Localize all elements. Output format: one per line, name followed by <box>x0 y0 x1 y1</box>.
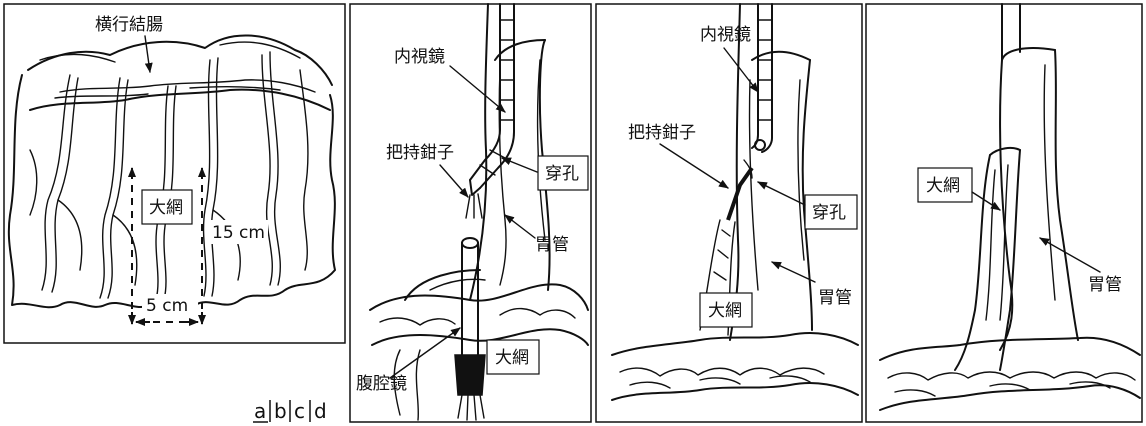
forceps-label-b: 把持鉗子 <box>386 143 454 163</box>
panel-index-d: d <box>314 399 327 423</box>
omentum-label-c: 大網 <box>708 301 742 321</box>
perforation-label-b: 穿孔 <box>545 164 579 184</box>
omentum-label-b: 大網 <box>495 348 529 368</box>
gastric-tube-label-d: 胃管 <box>1088 275 1122 295</box>
transverse-colon-label: 横行結腸 <box>95 15 163 35</box>
panel-d: 大網 胃管 <box>866 4 1142 422</box>
omentum-label-d: 大網 <box>926 176 960 196</box>
gastric-tube-label-c: 胃管 <box>818 288 852 308</box>
panel-index: a b c d <box>253 399 327 423</box>
panel-index-a: a <box>254 399 266 423</box>
omentum-label: 大網 <box>149 198 183 218</box>
panel-b: 内視鏡 把持鉗子 穿孔 胃管 大網 腹腔鏡 <box>350 4 591 422</box>
perforation-label-c: 穿孔 <box>812 203 846 223</box>
panel-index-b: b <box>274 399 287 423</box>
endoscope-label-c: 内視鏡 <box>700 25 751 45</box>
width-label: 5 cm <box>146 296 188 316</box>
panel-index-c: c <box>294 399 305 423</box>
length-label: 15 cm <box>212 223 265 243</box>
panel-a: 横行結腸 大網 15 cm 5 cm a b c d <box>4 4 345 423</box>
endoscope-label-b: 内視鏡 <box>394 47 445 67</box>
gastric-tube-label-b: 胃管 <box>535 235 569 255</box>
laparoscope-label: 腹腔鏡 <box>356 374 407 394</box>
forceps-label-c: 把持鉗子 <box>628 123 696 143</box>
panel-c: 内視鏡 把持鉗子 穿孔 胃管 大網 <box>596 4 862 422</box>
